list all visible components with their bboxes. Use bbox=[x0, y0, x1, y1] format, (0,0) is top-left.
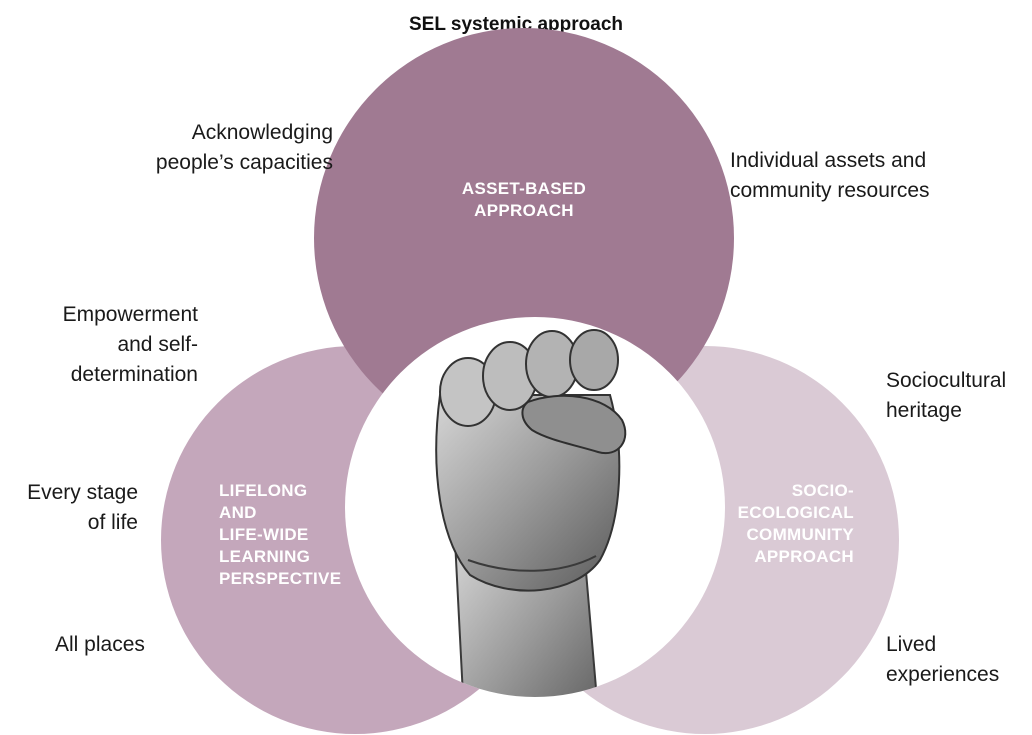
diagram-title: SEL systemic approach bbox=[408, 14, 624, 35]
annotation-every-stage: Every stage of life bbox=[27, 481, 138, 534]
asset-based-label: ASSET-BASED APPROACH bbox=[461, 179, 587, 220]
annotation-empowerment: Empowerment and self- determination bbox=[62, 303, 198, 386]
annotation-all-places: All places bbox=[55, 633, 145, 656]
raised-fist-icon bbox=[435, 329, 627, 697]
annotation-individual-assets: Individual assets and community resource… bbox=[730, 149, 930, 202]
annotation-acknowledging-capacities: Acknowledging people’s capacities bbox=[155, 121, 333, 174]
socio-ecological-label: SOCIO- ECOLOGICAL COMMUNITY APPROACH bbox=[737, 481, 854, 566]
lifelong-learning-label: LIFELONG AND LIFE-WIDE LEARNING PERSPECT… bbox=[219, 481, 342, 588]
annotation-lived-experiences: Lived experiences bbox=[886, 633, 1000, 686]
annotation-sociocultural-heritage: Sociocultural heritage bbox=[886, 369, 1007, 422]
